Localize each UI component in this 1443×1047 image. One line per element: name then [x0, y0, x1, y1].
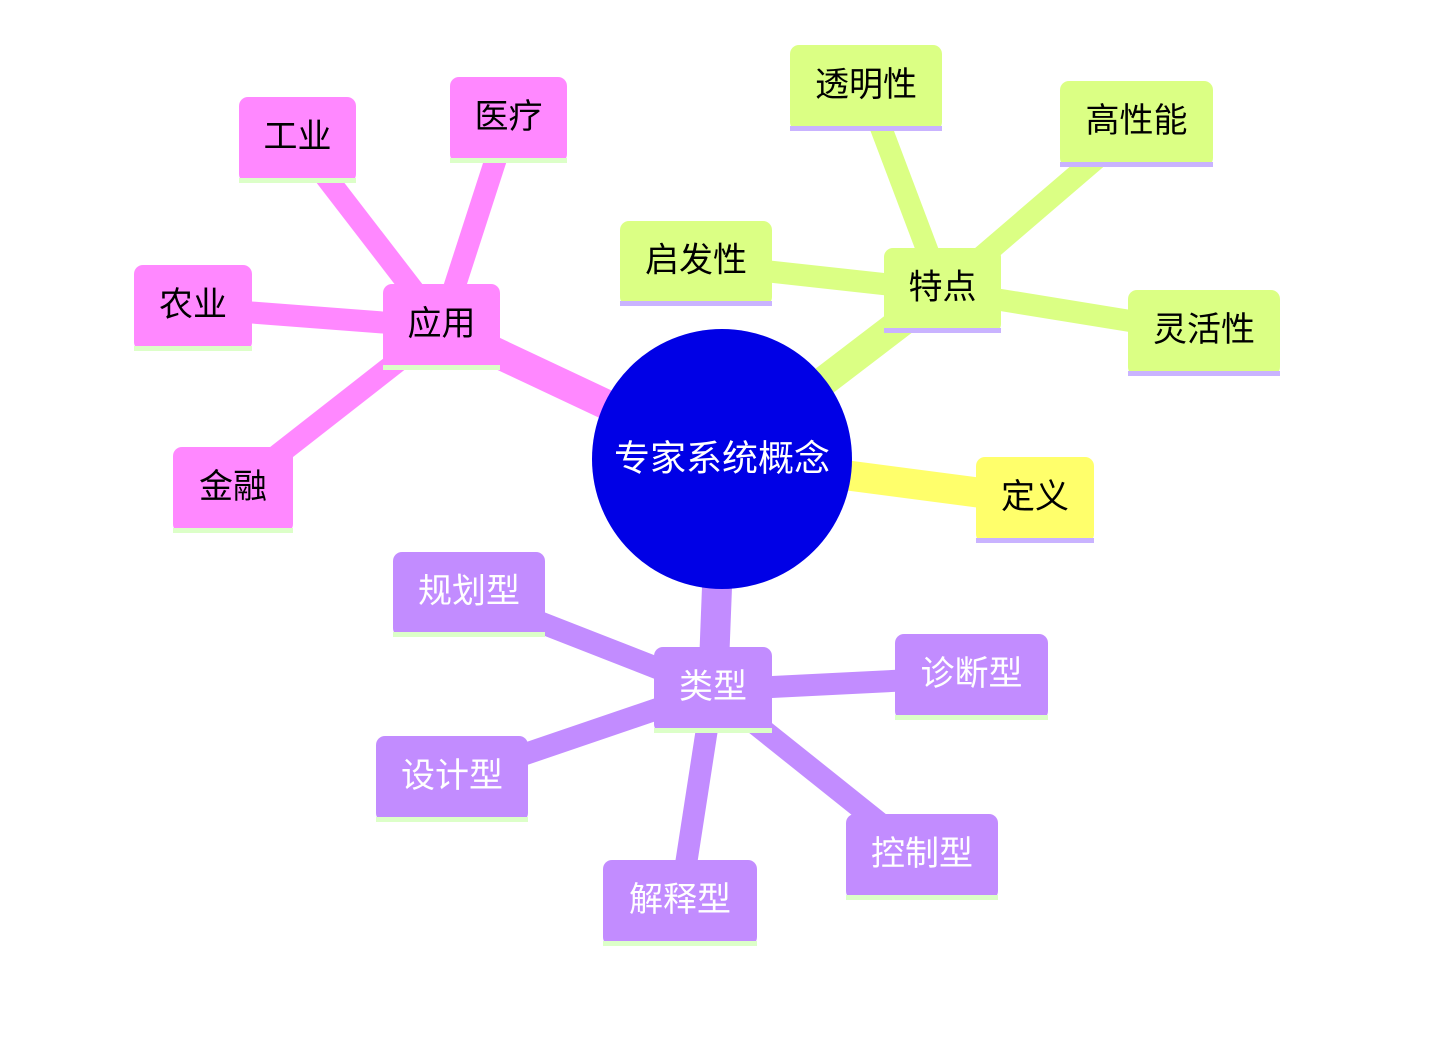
leaf-node-interpretation[interactable]: 解释型 — [603, 860, 757, 946]
branch-node-applications-underline — [383, 365, 500, 370]
leaf-node-medical-box — [450, 77, 567, 163]
branch-node-applications-label: 应用 — [408, 304, 476, 344]
leaf-node-interpretation-label: 解释型 — [629, 880, 731, 920]
leaf-node-heuristic-underline — [620, 301, 772, 306]
leaf-node-flexibility[interactable]: 灵活性 — [1128, 290, 1280, 376]
leaf-node-finance-label: 金融 — [199, 467, 267, 507]
branch-node-applications-box — [383, 284, 500, 370]
branch-node-types-label: 类型 — [679, 667, 747, 707]
leaf-node-flexibility-box — [1128, 290, 1280, 376]
leaf-node-finance-underline — [173, 528, 293, 533]
leaf-node-industry[interactable]: 工业 — [239, 97, 356, 183]
leaf-node-high-performance-underline — [1060, 162, 1213, 167]
leaf-node-industry-box — [239, 97, 356, 183]
branch-node-types-box — [654, 647, 772, 733]
leaf-node-diagnosis-underline — [895, 715, 1048, 720]
leaf-node-transparency-label: 透明性 — [815, 65, 917, 105]
branch-node-definition-box — [976, 457, 1094, 543]
leaf-node-planning[interactable]: 规划型 — [393, 552, 545, 637]
leaf-node-agriculture-label: 农业 — [159, 285, 227, 325]
leaf-node-medical[interactable]: 医疗 — [450, 77, 567, 163]
branch-node-definition-underline — [976, 538, 1094, 543]
leaf-node-medical-label: 医疗 — [475, 97, 543, 137]
root-node[interactable]: 专家系统概念 — [592, 329, 852, 589]
root-node-circle — [592, 329, 852, 589]
leaf-node-design-box — [376, 736, 528, 822]
branch-node-types-underline — [654, 728, 772, 733]
leaf-node-design[interactable]: 设计型 — [376, 736, 528, 822]
branch-node-applications[interactable]: 应用 — [383, 284, 500, 370]
leaf-node-flexibility-underline — [1128, 371, 1280, 376]
leaf-node-planning-label: 规划型 — [418, 572, 520, 612]
leaf-node-interpretation-underline — [603, 941, 757, 946]
branch-node-definition[interactable]: 定义 — [976, 457, 1094, 543]
leaf-node-interpretation-box — [603, 860, 757, 946]
leaf-node-planning-underline — [393, 632, 545, 637]
leaf-node-industry-underline — [239, 178, 356, 183]
branch-node-definition-label: 定义 — [1001, 477, 1069, 517]
branch-node-features-box — [884, 248, 1001, 333]
leaf-node-control-box — [846, 814, 998, 900]
leaf-node-high-performance-box — [1060, 81, 1213, 167]
leaf-node-transparency[interactable]: 透明性 — [790, 45, 942, 131]
leaf-node-agriculture[interactable]: 农业 — [134, 265, 252, 351]
leaf-node-diagnosis-box — [895, 634, 1048, 720]
leaf-node-transparency-box — [790, 45, 942, 131]
branch-node-features-label: 特点 — [909, 268, 977, 308]
leaf-node-agriculture-underline — [134, 346, 252, 351]
branch-node-features-underline — [884, 328, 1001, 333]
leaf-node-control[interactable]: 控制型 — [846, 814, 998, 900]
branch-node-features[interactable]: 特点 — [884, 248, 1001, 333]
leaf-node-heuristic-label: 启发性 — [645, 241, 747, 281]
leaf-node-industry-label: 工业 — [264, 117, 332, 157]
leaf-node-transparency-underline — [790, 126, 942, 131]
leaf-node-high-performance[interactable]: 高性能 — [1060, 81, 1213, 167]
leaf-node-agriculture-box — [134, 265, 252, 351]
leaf-node-finance[interactable]: 金融 — [173, 447, 293, 533]
leaf-node-control-label: 控制型 — [871, 834, 973, 874]
leaf-node-heuristic[interactable]: 启发性 — [620, 221, 772, 306]
leaf-node-finance-box — [173, 447, 293, 533]
leaf-node-medical-underline — [450, 158, 567, 163]
leaf-node-design-label: 设计型 — [401, 756, 503, 796]
leaf-node-diagnosis[interactable]: 诊断型 — [895, 634, 1048, 720]
root-node-label: 专家系统概念 — [614, 439, 830, 480]
leaf-node-design-underline — [376, 817, 528, 822]
leaf-node-control-underline — [846, 895, 998, 900]
leaf-node-flexibility-label: 灵活性 — [1153, 310, 1255, 350]
branch-node-types[interactable]: 类型 — [654, 647, 772, 733]
leaf-node-planning-box — [393, 552, 545, 637]
leaf-node-high-performance-label: 高性能 — [1086, 101, 1188, 141]
leaf-node-diagnosis-label: 诊断型 — [921, 654, 1023, 694]
leaf-node-heuristic-box — [620, 221, 772, 306]
